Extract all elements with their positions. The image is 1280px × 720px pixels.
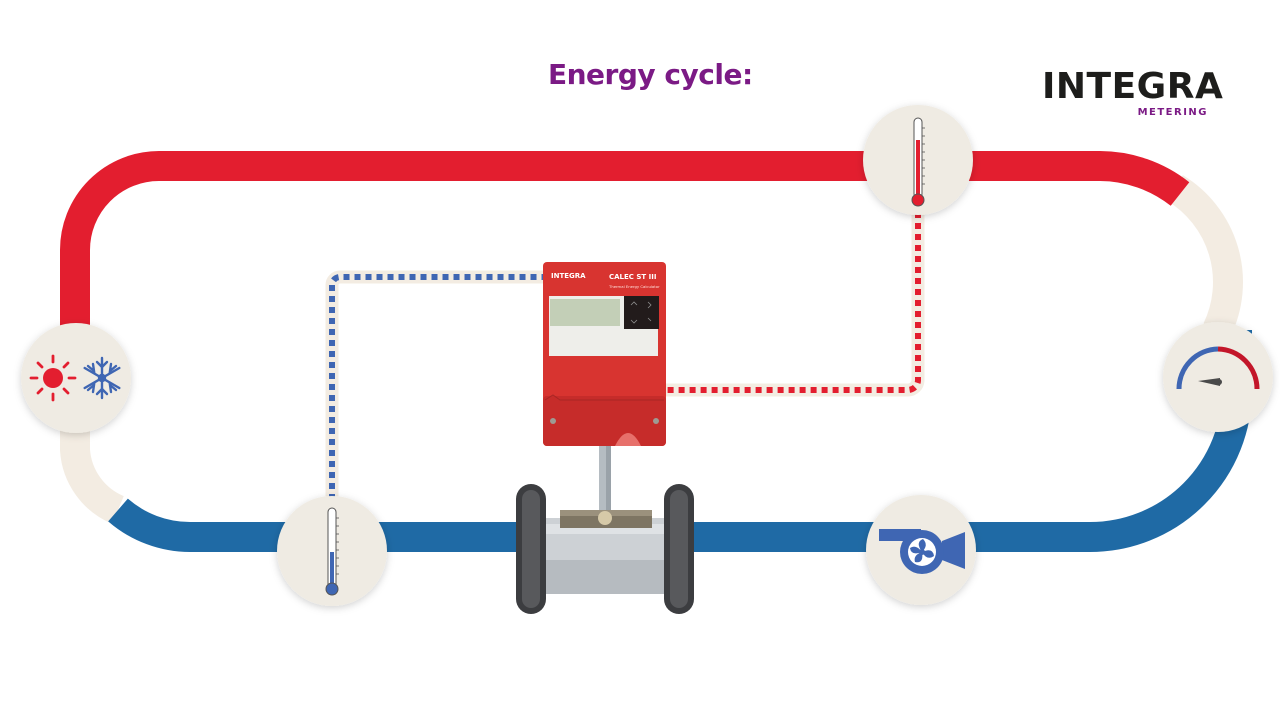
calculator-brand: INTEGRA [551, 272, 586, 280]
snowflake-icon [83, 356, 121, 400]
gauge-icon [1176, 346, 1260, 390]
pump-icon [879, 529, 965, 574]
pipe-cold [108, 330, 1252, 552]
integra-logo: INTEGRA METERING [1042, 66, 1223, 126]
cable-cold-bg [325, 270, 545, 500]
calculator-screw-right [653, 418, 659, 424]
pump-node [866, 495, 976, 605]
heating-cooling-node [21, 323, 131, 433]
pipe-neutral-right [1166, 175, 1243, 337]
flange-left-rim [522, 490, 540, 608]
cable-hot [664, 212, 921, 393]
pipe-loop [60, 151, 1252, 552]
supply-temperature-node [863, 105, 973, 215]
sensor-knob [598, 511, 612, 525]
flange-right-rim [670, 490, 688, 608]
signal-cables [325, 212, 925, 500]
calculator-lcd [550, 299, 620, 326]
sun-icon [29, 354, 77, 402]
sensor-body-light [538, 524, 672, 534]
calculator-subtitle: Thermal Energy Calculator [608, 284, 660, 289]
calculator-gland [615, 433, 641, 446]
calculator-seam [544, 394, 664, 401]
calculator-keypad [624, 296, 659, 329]
pipe-hot [60, 151, 1190, 330]
cable-hot-bg [664, 212, 925, 397]
return-temperature-node [277, 496, 387, 606]
keypad-arrows-icon [630, 301, 652, 324]
flow-sensor-icon [516, 440, 694, 614]
gauge-node [1163, 322, 1273, 432]
logo-wordmark: INTEGRA [1042, 66, 1224, 107]
calculator-screw-left [550, 418, 556, 424]
thermometer-icon [911, 117, 925, 207]
energy-calculator: INTEGRA CALEC ST III Thermal Energy Calc… [543, 262, 666, 446]
calculator-model: CALEC ST III [609, 273, 656, 281]
pipe-neutral-left [60, 330, 125, 524]
logo-subtitle: METERING [1137, 107, 1208, 118]
sensor-stem-shade [606, 440, 611, 514]
thermometer-icon [325, 507, 339, 596]
sensor-body-shade [538, 560, 672, 594]
cable-cold [329, 274, 545, 500]
calculator-bottom-shade [543, 396, 666, 446]
page-title: Energy cycle: [548, 58, 753, 91]
